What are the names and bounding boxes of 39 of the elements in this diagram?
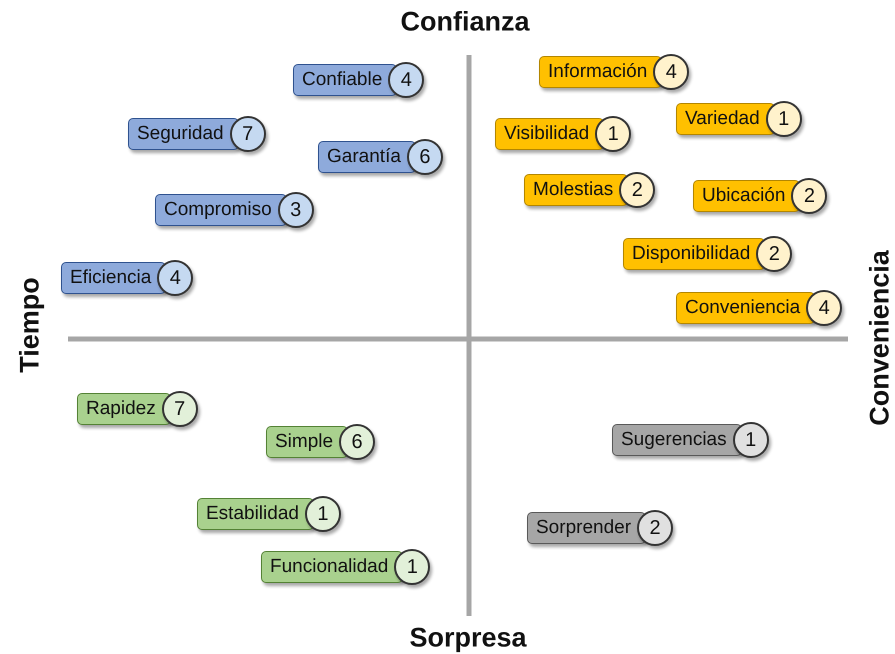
- count-badge: 2: [791, 178, 828, 214]
- count-badge: 1: [595, 116, 632, 152]
- count-badge: 2: [756, 236, 792, 272]
- count-badge: 1: [304, 496, 341, 532]
- tag-label: Variedad: [676, 103, 775, 135]
- axis-label: Confianza: [400, 6, 530, 38]
- count-badge: 4: [653, 54, 690, 90]
- count-badge: 2: [619, 172, 656, 208]
- count-badge: 4: [806, 290, 842, 326]
- tag-label: Sorprender: [527, 512, 646, 544]
- count-badge: 6: [406, 139, 443, 175]
- tag-label: Eficiencia: [61, 262, 166, 294]
- tag-label: Disponibilidad: [623, 238, 766, 270]
- count-badge: 2: [637, 510, 674, 546]
- axis-label: Sorpresa: [409, 622, 527, 654]
- count-badge: 1: [394, 549, 430, 585]
- count-badge: 4: [157, 260, 194, 296]
- count-badge: 7: [162, 391, 198, 427]
- tag-label: Estabilidad: [197, 498, 314, 530]
- tag-label: Garantía: [318, 141, 416, 173]
- tag-label: Funcionalidad: [261, 551, 404, 583]
- tag-label: Confiable: [293, 64, 398, 96]
- axis-label: Conveniencia: [864, 250, 895, 426]
- tag-label: Sugerencias: [612, 424, 742, 456]
- tag-label: Compromiso: [155, 194, 287, 226]
- count-badge: 6: [339, 424, 376, 460]
- tag-label: Ubicación: [693, 180, 800, 212]
- count-badge: 1: [766, 101, 802, 137]
- tag-label: Visibilidad: [495, 118, 604, 150]
- count-badge: 3: [278, 192, 314, 228]
- count-badge: 1: [732, 422, 769, 458]
- tag-label: Molestias: [524, 174, 628, 206]
- tag-label: Rapidez: [77, 393, 171, 425]
- tag-label: Seguridad: [128, 118, 239, 150]
- count-badge: 4: [388, 62, 424, 98]
- axis-label: Tiempo: [14, 277, 46, 373]
- tag-label: Conveniencia: [676, 292, 816, 324]
- count-badge: 7: [230, 116, 266, 152]
- tag-label: Información: [539, 56, 662, 88]
